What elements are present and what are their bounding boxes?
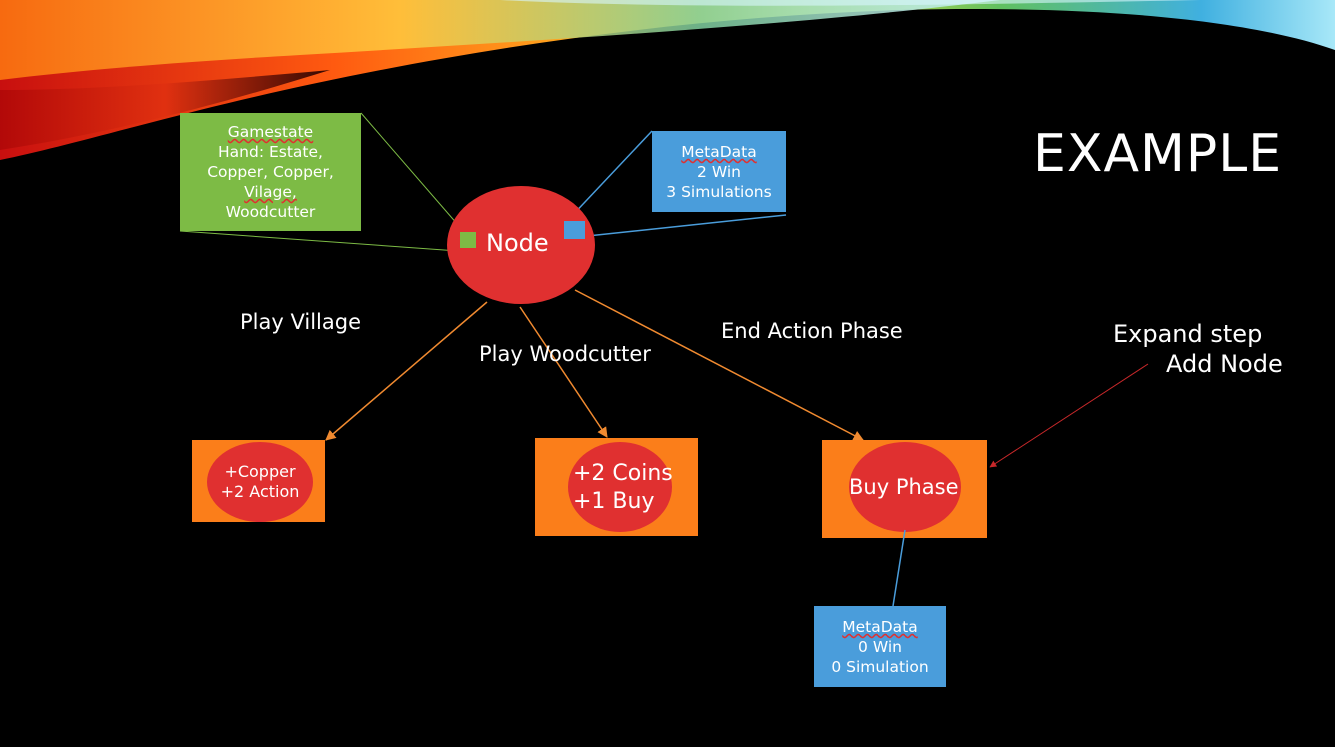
gamestate-line-2: Copper, Copper, xyxy=(207,163,334,181)
metadata-buy-connector xyxy=(892,529,906,607)
metadata-buy-heading: MetaData xyxy=(842,618,918,636)
child-village-line-1: +Copper xyxy=(224,462,296,481)
metadata-buy-simulations: 0 Simulation xyxy=(831,658,929,676)
slide-title: EXAMPLE xyxy=(1033,124,1283,184)
metadata-buy-text: MetaData 0 Win 0 Simulation xyxy=(814,617,946,677)
child-woodcutter-line-2: +1 Buy xyxy=(573,489,655,514)
gamestate-connector-top xyxy=(360,112,466,234)
gamestate-line-4: Woodcutter xyxy=(225,203,316,221)
gamestate-box xyxy=(180,113,361,231)
root-node-label: Node xyxy=(486,229,549,257)
child-buy-phase-label: Buy Phase xyxy=(849,475,959,499)
annotation-expand-step: Expand step xyxy=(1113,320,1263,348)
metadata-connector-bottom xyxy=(577,214,787,238)
child-village-line-2: +2 Action xyxy=(220,482,300,501)
edge-end-action-phase xyxy=(574,289,864,441)
gamestate-line-3-text: Vilage, xyxy=(244,183,297,201)
child-node-woodcutter xyxy=(568,442,672,532)
edge-play-woodcutter xyxy=(519,306,608,438)
child-node-buy-phase xyxy=(849,442,961,532)
metadata-box-root xyxy=(652,131,786,212)
metadata-box-buy xyxy=(814,606,946,687)
metadata-buy-wins: 0 Win xyxy=(858,638,902,656)
metadata-root-heading: MetaData xyxy=(681,143,757,161)
edge-label-play-village: Play Village xyxy=(240,310,361,334)
gamestate-line-3: Vilage, xyxy=(180,182,361,202)
child-village-text: +Copper +2 Action xyxy=(207,462,313,502)
gamestate-connector-bottom xyxy=(179,230,459,252)
metadata-root-text: MetaData 2 Win 3 Simulations xyxy=(652,142,786,202)
expand-step-arrow xyxy=(989,363,1149,468)
metadata-marker xyxy=(564,221,585,239)
edge-label-end-action-phase: End Action Phase xyxy=(721,319,903,343)
edge-play-village xyxy=(325,301,488,441)
decorative-swoosh xyxy=(0,0,1335,160)
annotation-add-node: Add Node xyxy=(1166,350,1283,378)
metadata-root-wins: 2 Win xyxy=(697,163,741,181)
root-node xyxy=(447,186,595,304)
metadata-connector-top xyxy=(567,130,653,221)
metadata-root-simulations: 3 Simulations xyxy=(666,183,772,201)
child-woodcutter-line-1: +2 Coins xyxy=(573,461,673,486)
gamestate-line-1: Hand: Estate, xyxy=(218,143,323,161)
gamestate-marker xyxy=(460,232,476,248)
child-node-village xyxy=(207,442,313,522)
edge-label-play-woodcutter: Play Woodcutter xyxy=(479,342,651,366)
gamestate-text: Gamestate Hand: Estate, Copper, Copper, … xyxy=(180,122,361,222)
child-woodcutter-text: +2 Coins +1 Buy xyxy=(573,460,673,516)
gamestate-heading: Gamestate xyxy=(227,123,314,141)
